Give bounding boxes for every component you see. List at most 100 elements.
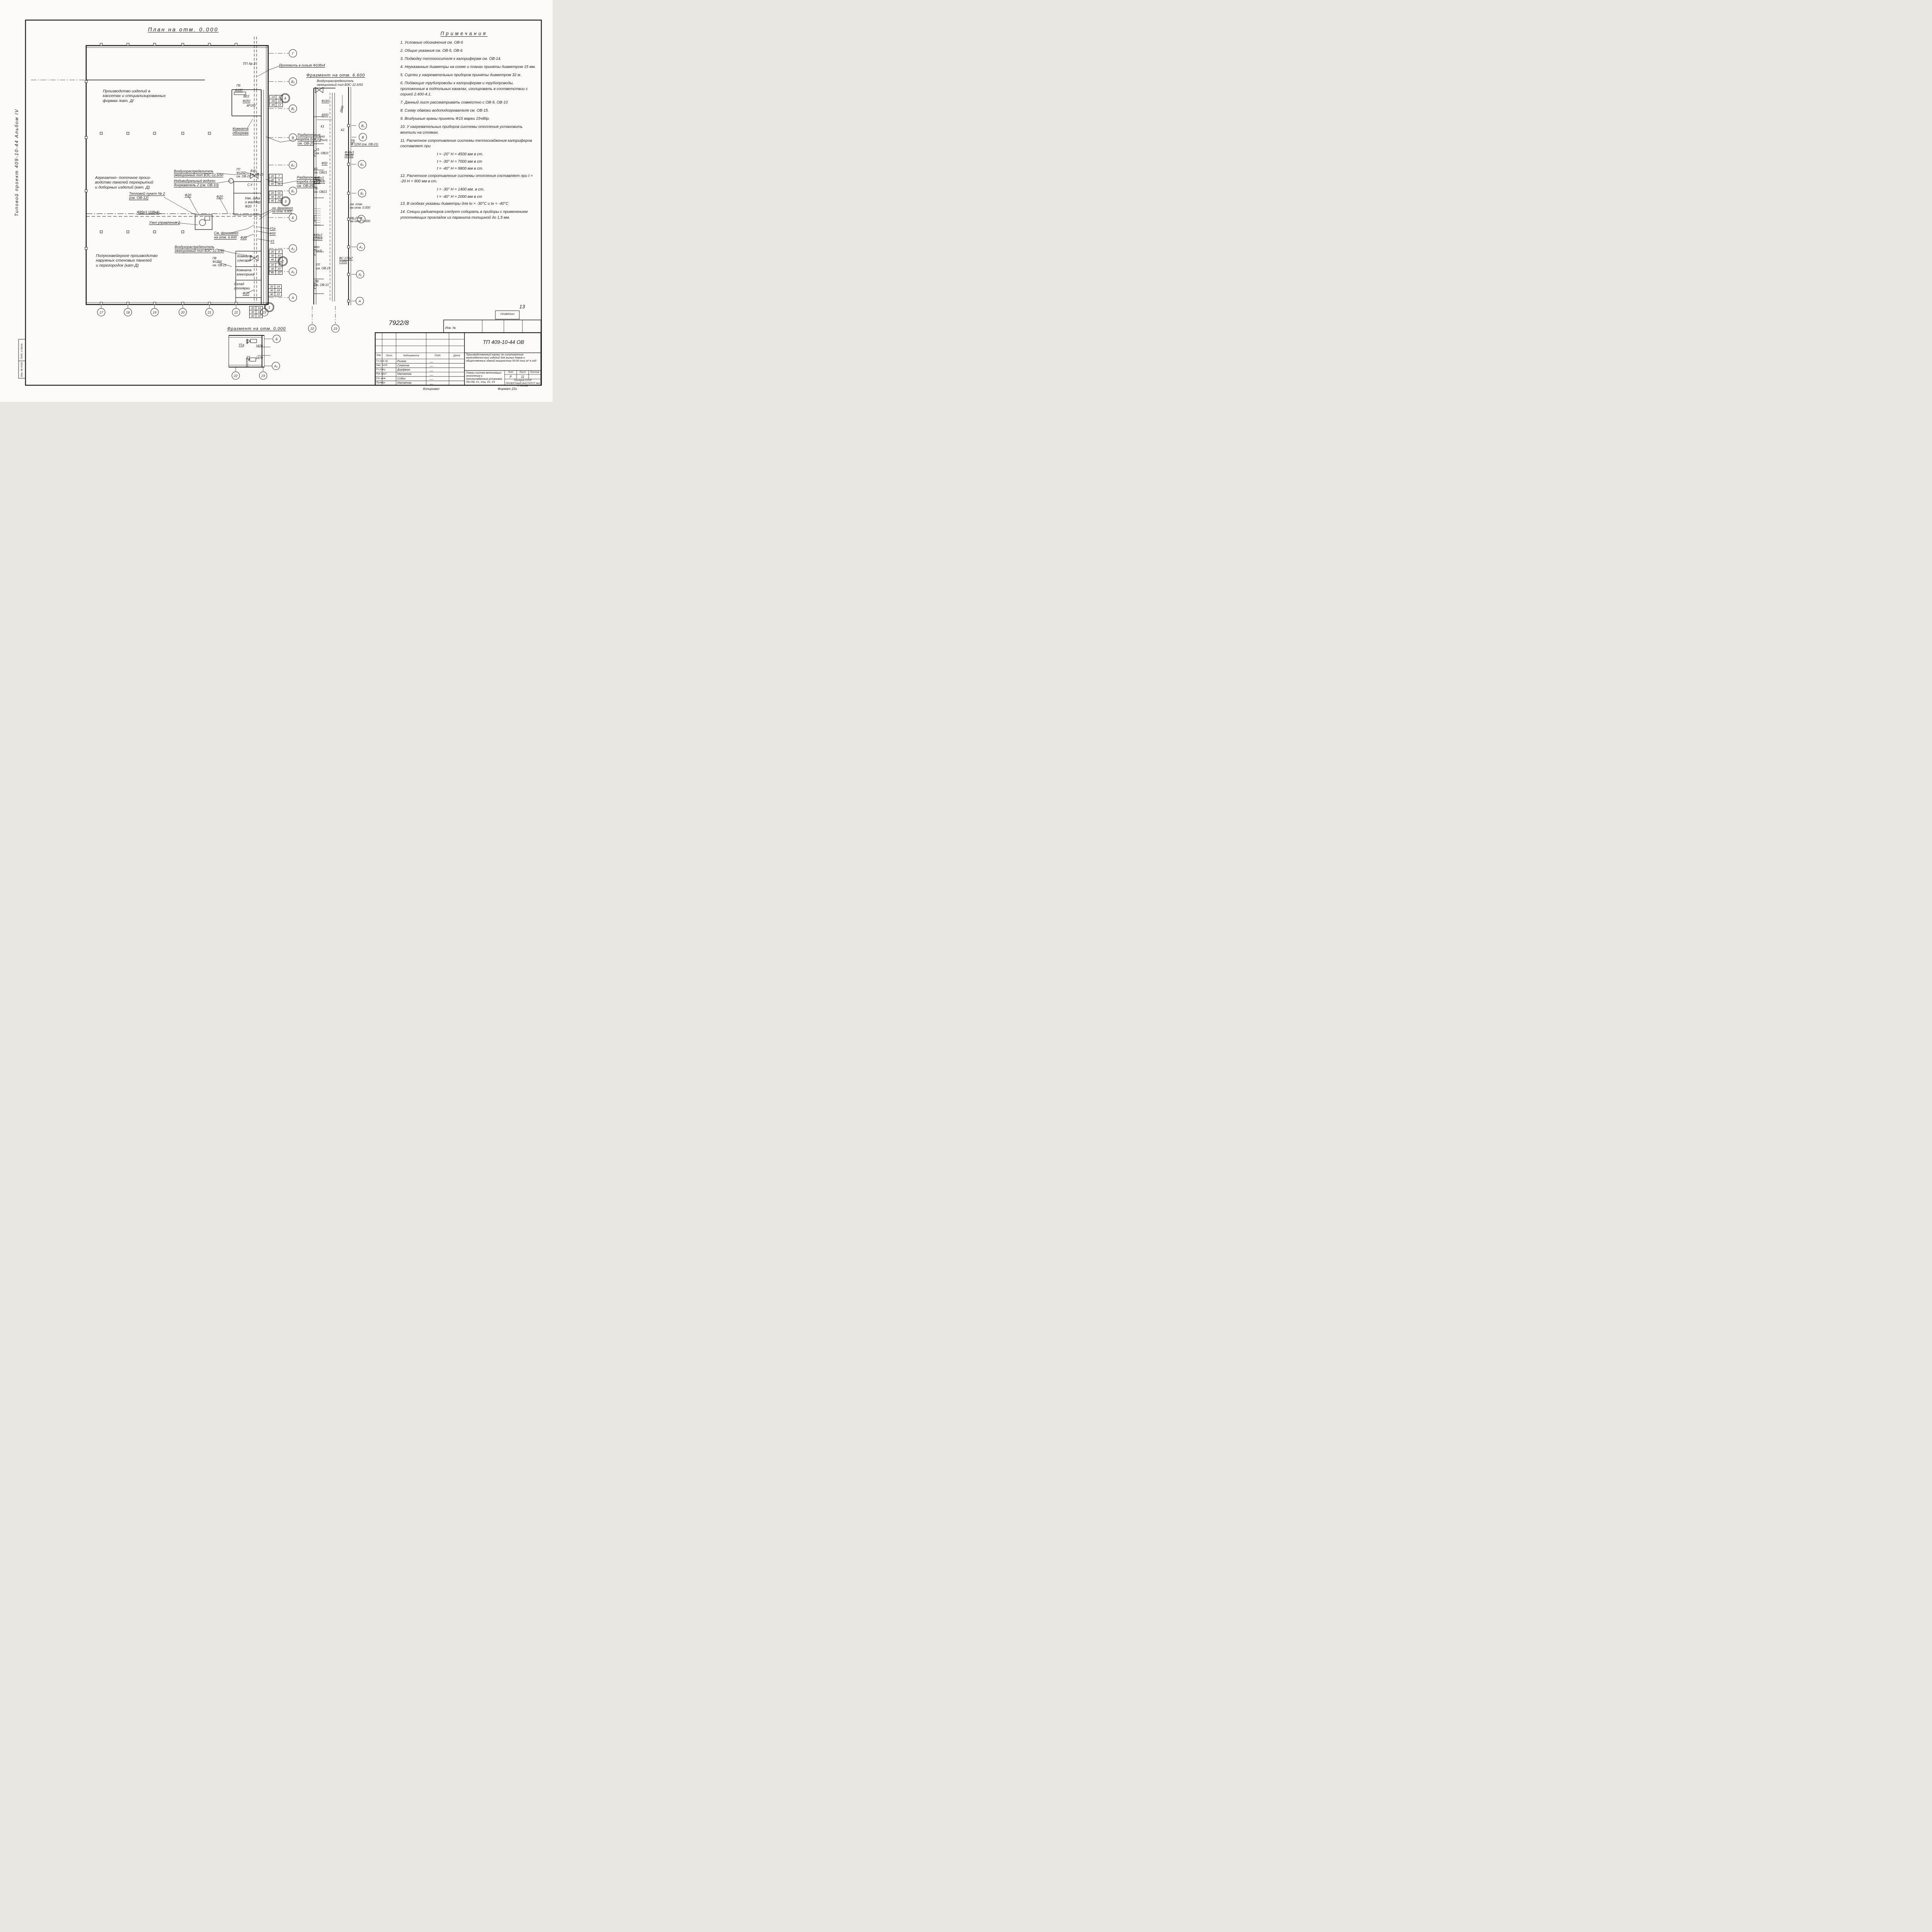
dim-1870-b: 1870 [256,344,263,348]
table-cell: 20 [249,306,256,311]
table-cell: -30 [269,99,276,104]
table-cell: -20 [269,95,276,100]
signature-squiggle-5: ﹏ [430,376,433,381]
sig-role-3: Гл.спец [376,368,385,371]
table-cell: 18 [275,288,282,293]
table-cell: 14 [275,284,282,289]
table-cell: 12 [276,270,282,275]
stamp-number: 7922/8 [389,319,409,327]
titleblock-org: Госстрой СССР ПРОЕКТНЫЙ ИНСТИТУТ №2 г. М… [505,379,541,387]
room-agregat: Агрегатно- поточное произ- водство панел… [95,175,153,190]
table-cell: 40 [269,182,276,186]
axis-bubble-17: 17 [97,308,105,316]
dim-835-b: 835 [245,339,249,344]
callout-vozduhorasp-frag: Воздухораспределитель эжекционный тип ВЭ… [317,79,363,87]
axis-bubble-22: 22 [231,371,240,380]
side-label-project: Типовой проект 409-10-44 Альбом IV [14,109,19,216]
dim-2800: 2800 [339,105,345,113]
label-f89x3-frag-low: Ф89х3 (108х4 [313,233,323,241]
titleblock-header-doc: №документа [403,354,419,357]
label-f50-main: Ф50 [269,231,276,235]
sig-name-5: Собко [397,376,406,380]
signature-squiggle-4: ﹏ [430,372,433,376]
org-line-2: ПРОЕКТНЫЙ ИНСТИТУТ №2 [505,382,540,385]
titleblock-sheet-title: Планы систем вентиляции отопления и тепл… [466,372,502,384]
note-item-19: 14. Секции радиаторов следует собирать в… [400,210,528,220]
titleblock-header-list: Лист [386,354,393,357]
note-item-10: 10. У нагревательных приборов системы от… [400,125,523,135]
axis-bubble-А₂: А₂ [289,244,297,253]
axis-bubble-А: А [289,293,297,302]
frag66-title: Фрагмент на отм. 6.600 [306,73,365,78]
table-cell: 30 [268,288,275,293]
section-circle-2: 2 [278,256,288,266]
label-f20-b: Ф20 [216,195,223,199]
page-number: 13 [519,304,525,310]
sig-role-2: Нач. отд. [376,364,388,367]
sig-role-5: Ст.инж. [376,377,386,380]
note-item-1: 1. Условные обозначения см. ОВ-6 [400,41,463,45]
axis-bubble-В₂: В₂ [289,77,297,86]
label-p8-frag: П8 см. ОВ-21 [315,280,329,287]
titleblock-listov-header: Листов [530,371,539,374]
label-f89x3-frag-up: Ф89х3 (108х4) [315,176,325,184]
axis-bubble-Б₂: Б₂ [358,160,366,168]
room-polukonveyer: Полуконвейерное производство наружных ст… [96,253,158,268]
label-p6-f1250: П6 Ф 1250 (см. ОВ-21) [351,139,378,146]
axis-bubble-18: 18 [124,308,132,316]
label-p7-f1250: П7 Ф1250 см. ОВ-21 [236,168,251,179]
kopiroval-label: Копировал [423,387,440,391]
sig-name-1: Рыжак [397,359,406,363]
axis-bubble-В: В [359,133,367,141]
titleblock-list-header: Лист [519,371,526,374]
axis-bubble-А: А [355,297,364,305]
label-f50-76-upper: Ф50 (76х3) [319,135,328,142]
titleblock-header-podp: Подп [434,354,441,357]
table-cell: 10 [276,267,282,271]
inv-no-label: Инв. № [445,326,456,330]
note-item-3: 3. Подводку теплоносителя к калориферам … [400,57,502,61]
sig-name-2: Семенов [397,363,410,367]
label-f250: Ф250 [243,99,250,103]
label-f20-c: Ф20 [240,236,247,240]
note-item-14: t = -40° H = 9800 мм в ст. [437,167,483,171]
table-cell: 30 [269,253,276,258]
sig-name-3: Дорфман [397,368,410,372]
axis-bubble-Б: Б [289,213,297,222]
label-tp2: ТП № 2 [243,62,256,66]
room-kassety: Производство изделий в кассетах и специа… [103,89,166,103]
axis-bubble-Б₁: Б₁ [358,189,366,197]
label-f50-frag-mid: Ф50 [321,162,328,165]
room-komnata-elektrika: Комната электрика [236,268,254,276]
axis-bubble-В₁: В₁ [289,104,297,113]
room-komnata-slesarya: Комната слесаря [237,254,252,262]
table-cell: 22 [256,314,263,318]
sig-role-4: Рук.груп [376,372,387,376]
note-item-8: 8. Схему обвязки водоподогревателя см. О… [400,109,489,113]
label-ve2: ВЕ2 [243,95,250,98]
label-u2-frag: У2 см. ОВ21 [314,167,327,175]
callout-sm-fragment-mid: См. фрагмент на отм. 6.600 [214,231,239,239]
axis-bubble-А₂: А₂ [357,243,365,251]
side-label-podp-data: Подп. и дата [20,344,23,359]
label-p8-f1250: П8 Ф1250 см. ОВ-21 [213,257,227,267]
label-k2: К2 [341,128,345,132]
dim-4000: 4000 [321,113,328,117]
signature-squiggle-6: ﹏ [430,381,433,385]
note-item-7: 7. Данный лист рассматривать совместно с… [400,100,508,105]
callout-individ-vodopod: Индивидуальный водопо- догреватель 2 (см… [174,179,219,187]
room-komnata-obogreva: Комната обогрева [233,127,249,136]
axis-bubble-23: 23 [259,371,267,380]
titleblock-header-data: Дата [453,354,460,357]
axis-bubble-Б₁: Б₁ [289,187,297,195]
note-item-17: t = -40° H = 2000 мм в ст [437,194,482,199]
label-f89x3-main: Ф89х3 (108х4) [137,210,160,214]
table-cell: 20 [269,190,276,196]
table-cell: 30 [269,267,276,271]
table-cell: 30 [249,310,256,315]
axis-bubble-23: 23 [260,308,269,316]
callout-sm-fragment-right: см. фрагмент на отм. 6.600 [272,206,293,214]
